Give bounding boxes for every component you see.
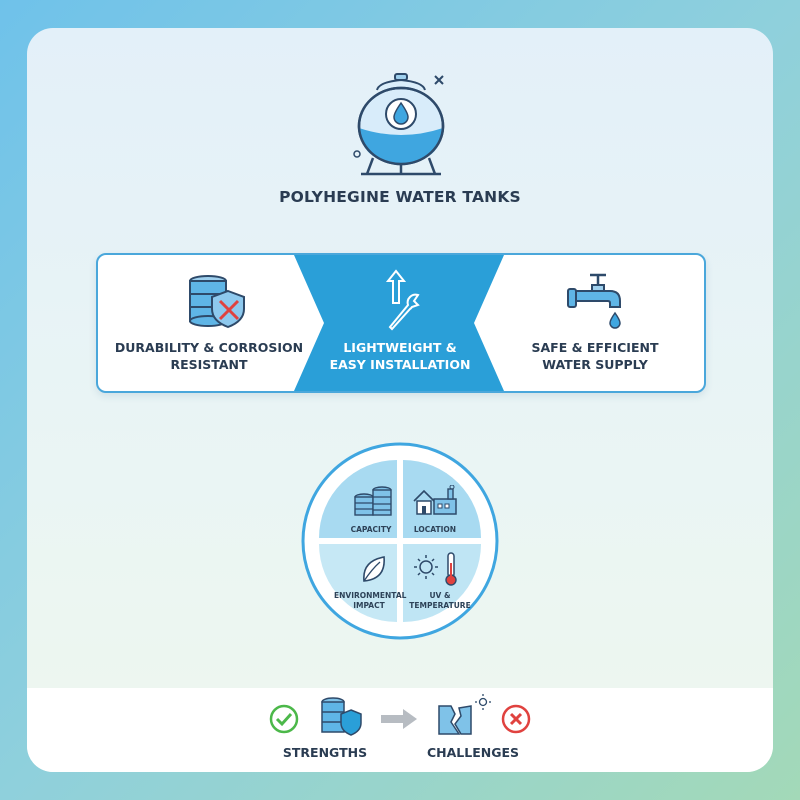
challenges-label: CHALLENGES bbox=[426, 745, 520, 760]
page-title: POLYHEGINE WATER TANKS bbox=[279, 188, 521, 206]
feature-safe-supply-label: SAFE & EFFICIENT WATER SUPPLY bbox=[531, 340, 659, 372]
faucet-icon bbox=[567, 273, 621, 329]
tank-shield-icon bbox=[189, 275, 245, 329]
cracked-tank-sun-icon bbox=[438, 694, 491, 735]
banner-highlight-shape bbox=[294, 255, 504, 391]
factor-environmental-impact: ENVIRONMENTAL IMPACT bbox=[334, 591, 407, 610]
tank-shield-icon bbox=[321, 697, 362, 736]
house-factory-icon bbox=[413, 485, 457, 515]
feature-lightweight: LIGHTWEIGHT & EASY INSTALLATION bbox=[312, 255, 488, 391]
stacked-tanks-icon bbox=[354, 486, 392, 516]
cross-circle-icon bbox=[501, 704, 531, 734]
sun-thermometer-icon bbox=[414, 552, 457, 586]
factor-capacity: CAPACITY bbox=[350, 525, 392, 534]
factors-circle: CAPACITY LOCATION ENVIRONMENTAL IMPACT bbox=[300, 441, 500, 641]
factor-location: LOCATION bbox=[413, 525, 457, 534]
feature-durability: DURABILITY & CORROSION RESISTANT bbox=[98, 255, 320, 391]
factor-uv-temperature: UV & TEMPERATURE bbox=[409, 591, 471, 610]
feature-lightweight-label: LIGHTWEIGHT & EASY INSTALLATION bbox=[329, 340, 471, 372]
feature-durability-label: DURABILITY & CORROSION RESISTANT bbox=[114, 340, 304, 372]
feature-safe-supply: SAFE & EFFICIENT WATER SUPPLY bbox=[486, 255, 704, 391]
wrench-arrow-icon bbox=[385, 269, 420, 331]
arrow-right-icon bbox=[381, 709, 417, 729]
water-tank-icon bbox=[353, 73, 445, 176]
check-circle-icon bbox=[269, 704, 299, 734]
factors-circle-graphic bbox=[301, 442, 499, 640]
strengths-challenges-strip: STRENGTHS CHALLENGES bbox=[27, 688, 773, 772]
features-banner: DURABILITY & CORROSION RESISTANT LIGHTWE… bbox=[96, 253, 706, 393]
infographic-card: POLYHEGINE WATER TANKS DURABILITY & CORR… bbox=[27, 28, 773, 772]
strengths-label: STRENGTHS bbox=[282, 745, 368, 760]
leaf-icon bbox=[363, 556, 385, 582]
